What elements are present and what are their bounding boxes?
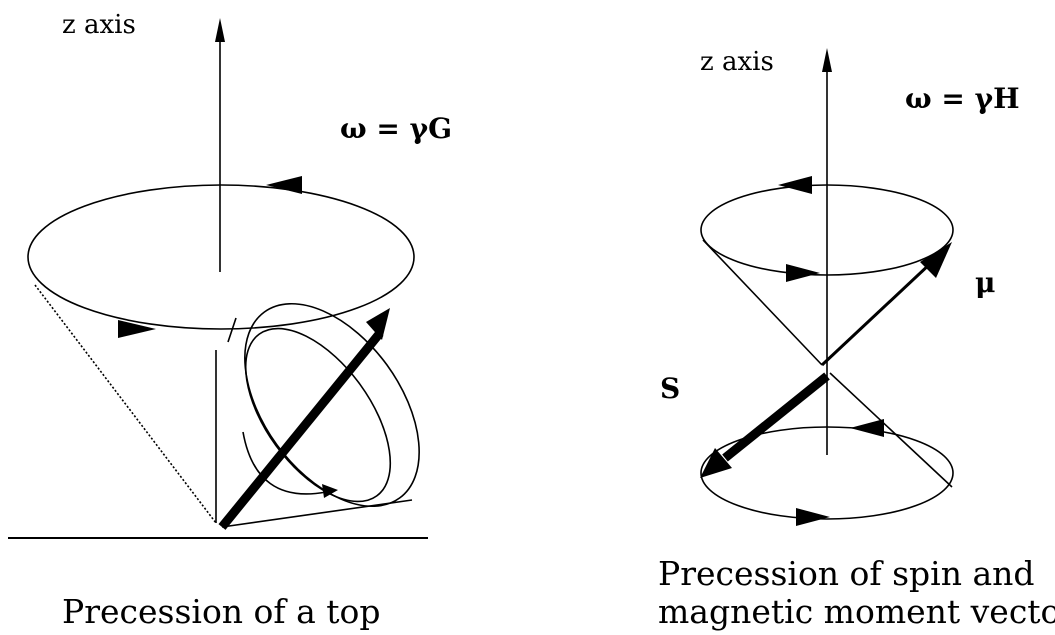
left-z-axis-label: z axis bbox=[62, 10, 136, 40]
right-bottom-ellipse bbox=[700, 426, 954, 520]
left-ellipse-top-arrowhead bbox=[266, 176, 302, 194]
right-equation: ω = γH bbox=[905, 82, 1020, 115]
right-z-axis-arrowhead bbox=[822, 48, 832, 72]
left-spin-curve-arrowhead bbox=[322, 484, 338, 498]
left-tilted-ellipse-inner bbox=[244, 327, 392, 503]
left-tilted-ellipse-outer bbox=[244, 302, 420, 508]
right-upper-cone-right bbox=[820, 260, 934, 367]
right-caption-line2: magnetic moment vectors bbox=[658, 592, 1055, 631]
left-panel: z axis ω = γG Precession of a top bbox=[8, 10, 452, 631]
right-upper-cone-left bbox=[702, 239, 823, 366]
left-top-axis-arrowhead bbox=[366, 308, 390, 340]
right-z-axis-label: z axis bbox=[700, 47, 774, 77]
right-bottom-ellipse-arrowhead-top bbox=[850, 419, 884, 437]
left-top-axis-vector bbox=[218, 330, 384, 530]
left-caption: Precession of a top bbox=[62, 592, 381, 631]
right-lower-cone-right bbox=[829, 372, 953, 488]
mu-vector-arrowhead bbox=[920, 242, 952, 278]
left-equation: ω = γG bbox=[340, 112, 452, 145]
s-vector-arrowhead bbox=[700, 448, 732, 478]
left-precession-ellipse bbox=[27, 184, 415, 330]
left-small-tick bbox=[227, 317, 237, 343]
s-vector bbox=[722, 372, 830, 462]
right-panel: z axis ω = γH μ S Precession of spin and… bbox=[658, 47, 1055, 631]
left-ellipse-bottom-arrowhead bbox=[118, 320, 156, 338]
left-cone-dotted-line bbox=[34, 284, 217, 524]
right-top-ellipse bbox=[700, 184, 954, 276]
left-spin-curve bbox=[242, 431, 327, 495]
mu-label: μ bbox=[975, 266, 996, 299]
right-bottom-ellipse-arrowhead-bottom bbox=[796, 508, 830, 526]
right-top-ellipse-arrowhead-top bbox=[778, 176, 812, 194]
right-caption-line1: Precession of spin and bbox=[658, 554, 1035, 593]
left-z-axis-arrowhead bbox=[215, 18, 225, 42]
s-label: S bbox=[660, 372, 680, 405]
right-top-ellipse-arrowhead-bottom bbox=[786, 264, 820, 282]
left-base-to-right-line bbox=[221, 499, 413, 528]
